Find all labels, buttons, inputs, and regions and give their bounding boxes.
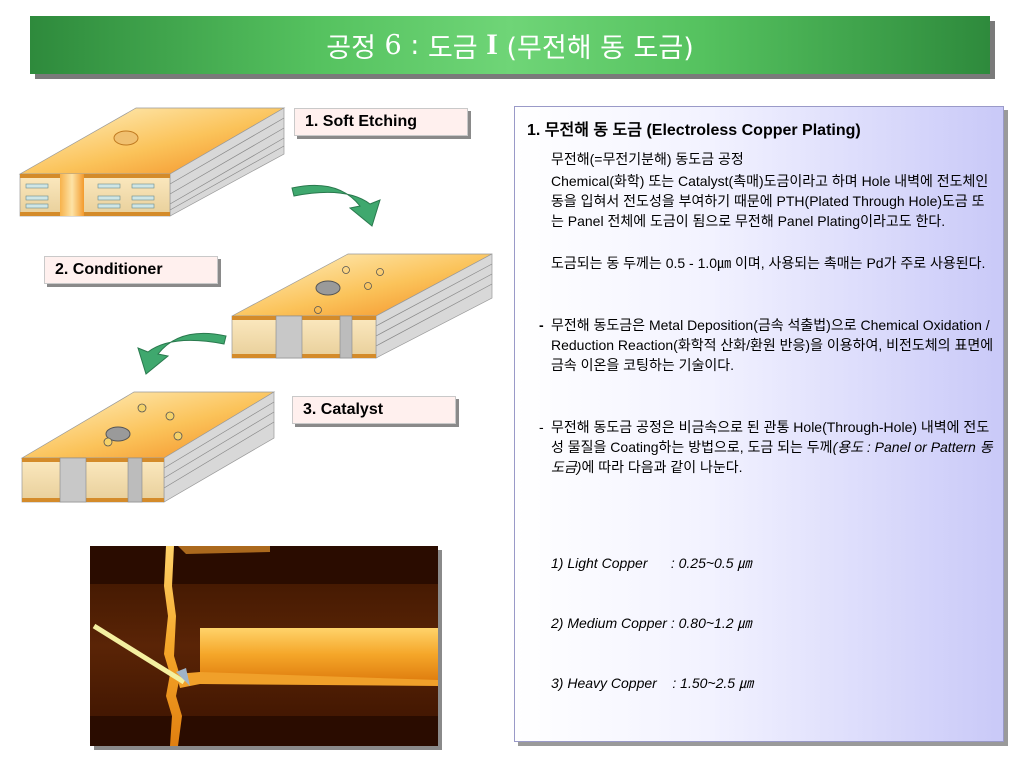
- title-banner: 공정 6 : 도금 I (무전해 동 도금): [30, 16, 990, 74]
- title-part1: 공정: [326, 32, 385, 64]
- heading-close: ): [855, 122, 861, 139]
- title-number: 6: [384, 29, 402, 61]
- list-item: 3) Heavy Copper : 1.50~2.5 ㎛: [551, 675, 753, 691]
- heading-english: Electroless Copper Plating: [651, 122, 856, 139]
- soft-etching-board-illustration: [18, 107, 286, 217]
- title-separator: :: [401, 29, 428, 61]
- title-part2: 도금: [427, 32, 487, 64]
- curved-arrow-icon: [137, 332, 227, 375]
- panel-subtitle: 무전해(=무전기분해) 동도금 공정: [551, 151, 744, 167]
- title-part3: (무전해 동 도금): [497, 32, 694, 64]
- heading-korean: 1. 무전해 동 도금 (: [527, 122, 652, 139]
- paragraph-thickness: 도금되는 동 두께는 0.5 - 1.0㎛ 이며, 사용되는 촉매는 Pd가 주…: [551, 255, 986, 271]
- curved-arrow-icon: [291, 184, 381, 227]
- panel-heading: 1. 무전해 동 도금 (Electroless Copper Plating): [527, 121, 861, 141]
- step-conditioner-label: 2. Conditioner: [44, 256, 218, 284]
- description-panel: 1. 무전해 동 도금 (Electroless Copper Plating)…: [514, 106, 1004, 742]
- paragraph-definition: Chemical(화학) 또는 Catalyst(촉매)도금이라고 하며 Hol…: [551, 173, 989, 229]
- bullet-dash: -: [539, 419, 544, 435]
- thickness-list: 1) Light Copper : 0.25~0.5 ㎛ 2) Medium C…: [551, 513, 753, 733]
- cross-section-micrograph: [90, 546, 438, 746]
- paragraph-process: 무전해 동도금 공정은 비금속으로 된 관통 Hole(Through-Hole…: [551, 417, 997, 477]
- step-soft-etching-label: 1. Soft Etching: [294, 108, 468, 136]
- catalyst-board-illustration: [20, 391, 276, 503]
- process-text-usage: (용도 : Panel or Pattern 동 도금): [551, 439, 993, 475]
- list-item: 1) Light Copper : 0.25~0.5 ㎛: [551, 555, 752, 571]
- bullet-dash: -: [539, 317, 544, 333]
- process-text-b: 에 따라 다음과 같이 나눈다.: [581, 459, 743, 475]
- title-roman: I: [486, 28, 498, 61]
- list-item: 2) Medium Copper : 0.80~1.2 ㎛: [551, 615, 752, 631]
- conditioner-board-illustration: [231, 253, 493, 359]
- process-text-a: 무전해 동도금 공정은 비금속으로 된 관통 Hole(Through-Hole…: [551, 419, 990, 455]
- step-catalyst-label: 3. Catalyst: [292, 396, 456, 424]
- paragraph-metal-deposition: 무전해 동도금은 Metal Deposition(금속 석출법)으로 Chem…: [551, 317, 994, 373]
